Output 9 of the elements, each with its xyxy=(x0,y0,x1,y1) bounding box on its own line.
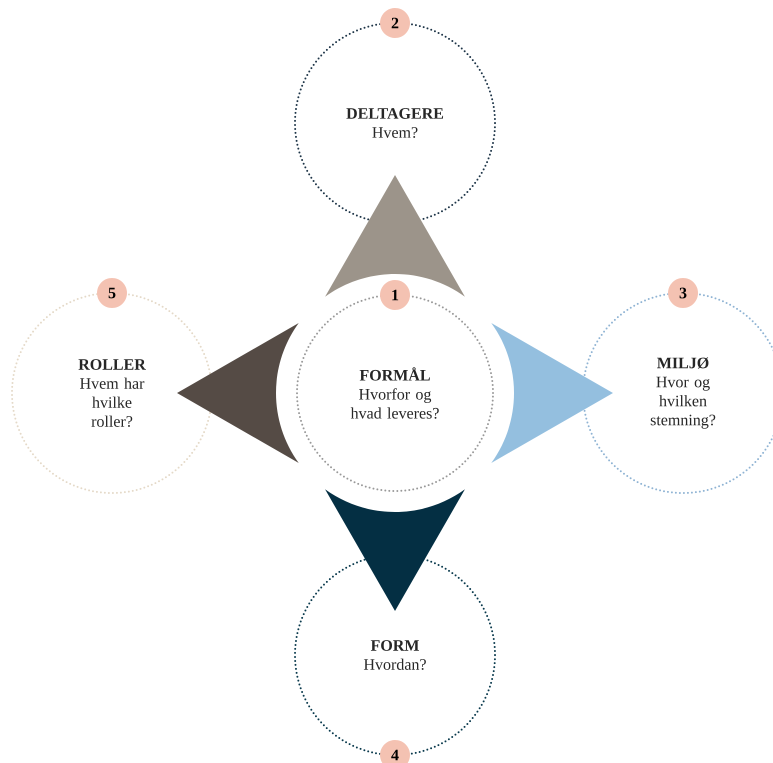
arrow xyxy=(325,489,465,611)
number-badge: 5 xyxy=(97,278,127,308)
number-badge: 4 xyxy=(380,740,410,763)
arrow xyxy=(177,323,299,463)
arrow xyxy=(491,323,613,463)
number-badge: 2 xyxy=(380,8,410,38)
number-badge: 3 xyxy=(668,278,698,308)
arrow xyxy=(325,175,465,297)
number-badge: 1 xyxy=(380,280,410,310)
